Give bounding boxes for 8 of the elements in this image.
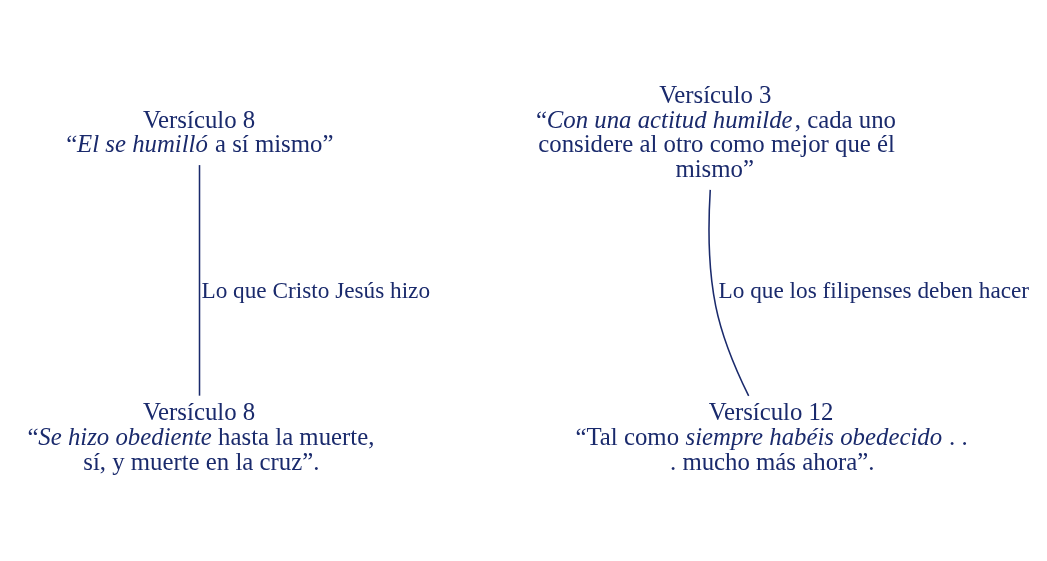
- connector: [708, 189, 750, 397]
- node-text: Versículo 8 “Se hizo obediente hasta la muerte, sí, y muerte en la cruz”.: [27, 398, 375, 476]
- connector: [198, 164, 201, 397]
- node-text: Versículo 3 “Con una actitud humilde, cada uno considere al otro como mejor que él mismo”: [535, 80, 896, 183]
- node-text: Versículo 12 “Tal como siempre habéis obedecido . . . mucho más ahora”.: [575, 398, 968, 476]
- node-text: Versículo 8 “El se humilló a sí mismo”: [66, 105, 334, 158]
- edge-label: Lo que Cristo Jesús hizo: [201, 277, 431, 304]
- edge-label: Lo que los filipenses deben hacer: [718, 277, 1030, 304]
